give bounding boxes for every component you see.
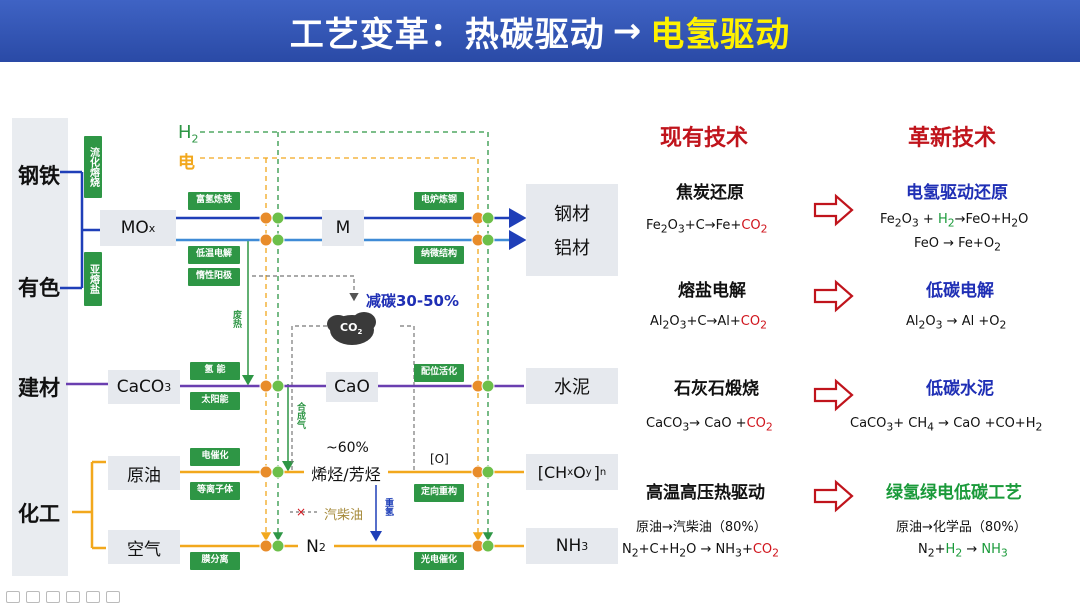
label-oxygen: [O]: [430, 452, 449, 466]
next-slide-icon[interactable]: [26, 591, 40, 603]
existing-coke-reduction: 焦炭还原: [676, 183, 744, 203]
box-hydrogen-ironmaking: 富氢炼铁: [188, 192, 240, 210]
grid-icon[interactable]: [66, 591, 80, 603]
industry-nonferrous: 有色: [18, 276, 60, 300]
title-part2: 电氢驱动: [650, 14, 791, 55]
box-directional-reconstruction: 定向重构: [414, 484, 464, 502]
existing-limestone-calcination: 石灰石煅烧: [674, 379, 759, 399]
industry-steel: 钢铁: [18, 164, 60, 188]
box-photoelectrocatalysis: 光电催化: [414, 552, 464, 570]
box-inert-anode: 惰性阳极: [188, 268, 240, 286]
product-aluminum: 铝材: [554, 238, 590, 259]
eq-existing-al2o3: Al2O3+C→Al+CO2: [650, 314, 767, 332]
label-waste-heat: 废热: [231, 310, 241, 328]
box-low-temp-electrolysis: 低温电解: [188, 246, 240, 264]
eq-new-nh3: N2+H2 → NH3: [918, 542, 1008, 560]
eq-new-caco3: CaCO3+ CH4 → CaO +CO+H2: [850, 416, 1043, 434]
industry-chemical: 化工: [18, 502, 60, 526]
eq-existing-fe2o3: Fe2O3+C→Fe+CO2: [646, 218, 768, 236]
input-h2: H2: [178, 122, 199, 146]
label-co2-cloud: CO2: [340, 321, 363, 337]
header-existing-tech: 现有技术: [660, 126, 749, 151]
title-bar: 工艺变革：热碳驱动 → 电氢驱动: [0, 0, 1080, 62]
industry-panel: [12, 118, 68, 576]
box-solar: 太阳能: [190, 392, 240, 410]
product-cement: 水泥: [526, 368, 618, 404]
slide-toolbar: [0, 586, 120, 608]
box-fluidized-roasting: 流化熔烧: [84, 136, 102, 198]
node-m: M: [322, 210, 364, 246]
eq-new-fe2o3: Fe2O3 + H2→FeO+H2O: [880, 212, 1029, 230]
pen-icon[interactable]: [46, 591, 60, 603]
existing-molten-salt-electrolysis: 熔盐电解: [678, 281, 746, 301]
industry-building: 建材: [18, 376, 60, 400]
input-power: 电: [178, 153, 195, 173]
eq-existing-crude: 原油→汽柴油（80%）: [636, 520, 767, 535]
box-membrane: 膜分离: [190, 552, 240, 570]
new-electro-hydrogen-reduction: 电氢驱动还原: [906, 183, 1008, 203]
co2-cloud-icon: [327, 312, 376, 345]
title-part1: 工艺变革：热碳驱动: [289, 14, 605, 55]
label-carbon-reduction: 减碳30-50%: [366, 292, 460, 310]
product-box-metals: 钢材 铝材: [526, 184, 618, 276]
product-steel: 钢材: [554, 204, 590, 225]
node-air: 空气: [108, 530, 180, 564]
label-heavy-hydrogen: 重氢: [383, 498, 393, 516]
box-hydrogen-energy: 氢 能: [190, 362, 240, 380]
eq-existing-nh3: N2+C+H2O → NH3+CO2: [622, 542, 780, 560]
box-coordination-activation: 配位活化: [414, 364, 464, 382]
label-syngas: 合成气: [295, 402, 305, 429]
new-low-carbon-cement: 低碳水泥: [926, 379, 994, 399]
node-cao: CaO: [326, 372, 378, 402]
box-submolten-salt: 亚熔盐: [84, 252, 102, 306]
title-arrow: →: [612, 11, 643, 51]
more-icon[interactable]: [106, 591, 120, 603]
box-plasma: 等离子体: [190, 482, 240, 500]
eq-new-feo: FeO → Fe+O2: [914, 236, 1001, 254]
prev-slide-icon[interactable]: [6, 591, 20, 603]
eq-existing-caco3: CaCO3→ CaO +CO2: [646, 416, 773, 434]
eq-new-al2o3: Al2O3 → Al +O2: [906, 314, 1007, 332]
label-sixty-percent: ~60%: [326, 440, 369, 456]
header-new-tech: 革新技术: [908, 126, 997, 151]
box-electric-furnace: 电炉炼钢: [414, 192, 464, 210]
eq-new-crude: 原油→化学品（80%）: [896, 520, 1027, 535]
zoom-icon[interactable]: [86, 591, 100, 603]
box-nano-structure: 纳微结构: [414, 246, 464, 264]
label-diesel: 汽柴油: [324, 508, 364, 523]
box-electrocatalysis: 电催化: [190, 448, 240, 466]
node-olefin-aromatics: 烯烃/芳烃: [304, 461, 388, 485]
new-low-carbon-electrolysis: 低碳电解: [926, 281, 994, 301]
new-green-hydrogen-process: 绿氢绿电低碳工艺: [886, 483, 1022, 503]
cross-icon: ×: [296, 505, 307, 519]
node-crude-oil: 原油: [108, 456, 180, 490]
existing-high-temp-pressure: 高温高压热驱动: [646, 483, 765, 503]
